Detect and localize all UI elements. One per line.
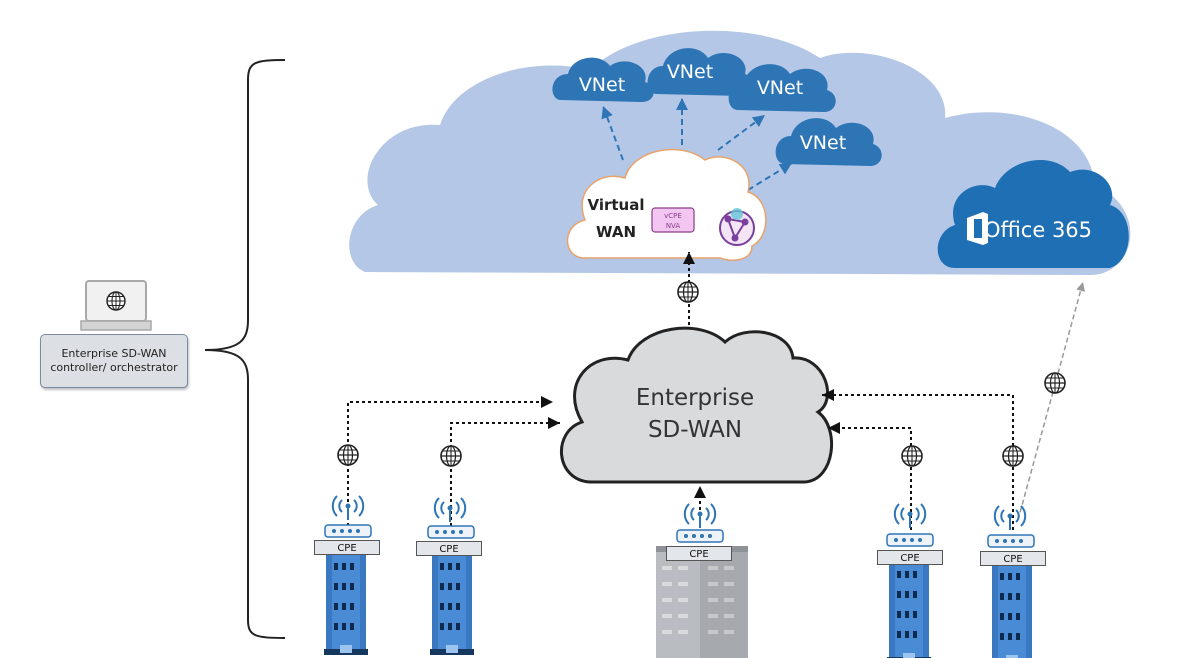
building-icon [990,565,1034,658]
cpe-label: CPE [314,540,380,555]
office365-label: Office 365 [984,218,1092,242]
virtual-wan-label-line1: Virtual [588,196,645,214]
controller-box: Enterprise SD-WAN controller/ orchestrat… [40,334,188,388]
vnet-cloud: VNet [552,57,654,102]
office-building-icon [656,546,748,658]
vnet-cloud: VNet [728,64,836,112]
vnet-label: VNet [579,74,625,96]
enterprise-sdwan-cloud: Enterprise SD-WAN [559,326,833,484]
globe-icon [1044,372,1066,394]
globe-icon [1002,445,1024,467]
controller-label: Enterprise SD-WAN controller/ orchestrat… [50,347,178,374]
vnet-label: VNet [667,61,713,83]
globe-icon [677,281,699,303]
virtual-wan-hub-icon [719,208,755,246]
virtual-wan-cloud: Virtual WAN vCPE NVA [566,148,767,261]
vnet-label: VNet [800,132,846,154]
branch-site [987,505,1035,658]
cpe-label: CPE [980,551,1046,566]
globe-icon [337,444,359,466]
cpe-label: CPE [666,546,732,561]
azure-cloud [349,30,1131,276]
vnet-label: VNet [757,77,803,99]
nva-label-line2: NVA [666,222,681,230]
enterprise-label-line2: SD-WAN [648,417,742,443]
vnet-cloud: VNet [647,48,754,96]
router-icon [987,534,1035,548]
cpe-label: CPE [416,541,482,556]
virtual-wan-label-line2: WAN [596,223,636,241]
branch-site [886,503,934,658]
office365-cloud: Office 365 [937,160,1129,268]
router-icon [886,533,934,547]
headquarters-site [656,503,748,658]
globe-icon [440,445,462,467]
router-icon [427,525,475,539]
enterprise-label-line1: Enterprise [636,385,754,411]
router-icon [676,529,724,543]
office-logo-icon [967,212,988,245]
nva-chip [651,207,695,233]
wireless-icon [893,503,927,529]
building-icon [430,555,474,655]
branch-site [427,497,475,655]
globe-icon [901,445,923,467]
nva-label-line1: vCPE [664,212,682,220]
controller-monitor-icon [80,280,152,331]
router-icon [324,524,372,538]
branch-site [324,495,372,655]
scope-bracket [204,59,286,639]
vnet-cloud: VNet [775,118,882,166]
building-icon [324,555,368,655]
building-icon [887,563,931,658]
cpe-label: CPE [877,550,943,565]
